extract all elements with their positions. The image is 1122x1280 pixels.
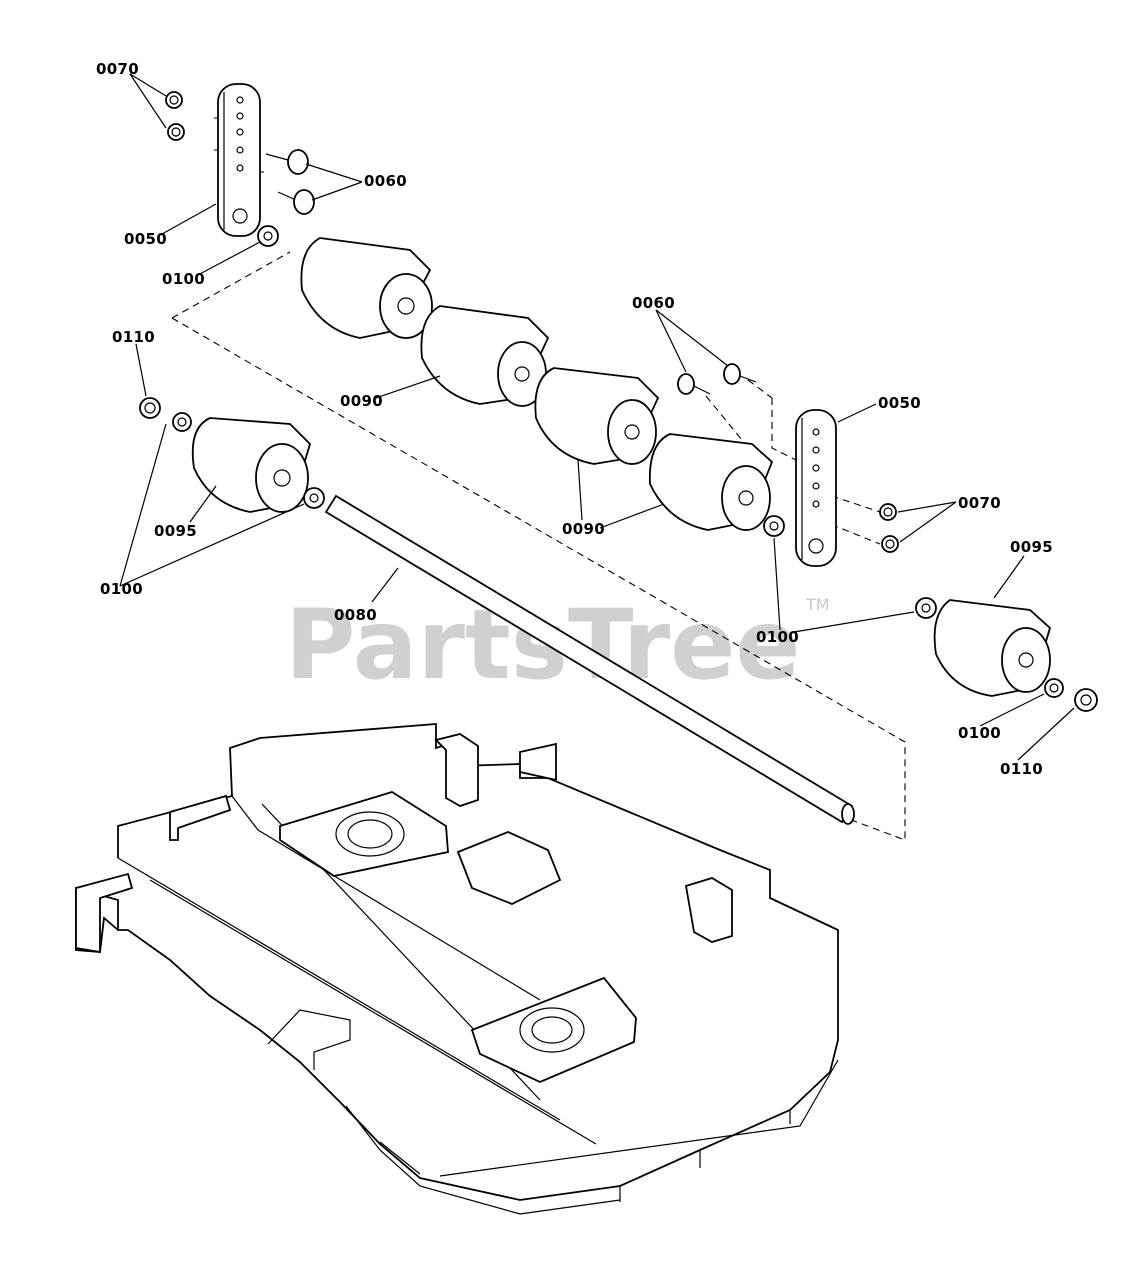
roller-3 bbox=[534, 367, 660, 465]
callout-0090-lower: 0090 bbox=[562, 520, 605, 538]
callout-0070-left: 0070 bbox=[96, 60, 139, 78]
right-end-roller bbox=[915, 597, 1098, 712]
callout-0110-right: 0110 bbox=[1000, 760, 1043, 778]
leader-lines bbox=[119, 73, 1075, 761]
callout-0060-left: 0060 bbox=[364, 172, 407, 190]
watermark-trademark: TM bbox=[805, 595, 830, 614]
washer-top-left bbox=[257, 225, 279, 247]
left-bolts bbox=[265, 149, 315, 215]
assembly-guide-lines bbox=[171, 117, 906, 841]
watermark: PartsTree TM bbox=[285, 589, 830, 701]
right-bolts bbox=[677, 363, 757, 395]
left-height-bracket bbox=[217, 83, 261, 237]
callout-0100-right: 0100 bbox=[958, 724, 1001, 742]
right-nuts bbox=[879, 503, 899, 553]
callout-0100-top-left: 0100 bbox=[162, 270, 205, 288]
callout-0060-right: 0060 bbox=[632, 294, 675, 312]
watermark-text: PartsTree bbox=[285, 589, 800, 701]
callout-0070-right: 0070 bbox=[958, 494, 1001, 512]
callout-0100-center: 0100 bbox=[756, 628, 799, 646]
callout-0050-right: 0050 bbox=[878, 394, 921, 412]
callout-0080-shaft: 0080 bbox=[334, 606, 377, 624]
callout-0095-right: 0095 bbox=[1010, 538, 1053, 556]
callout-0050-left: 0050 bbox=[124, 230, 167, 248]
roller-shaft bbox=[324, 494, 855, 825]
callout-0090-upper: 0090 bbox=[340, 392, 383, 410]
left-end-roller bbox=[139, 397, 325, 513]
mower-deck bbox=[75, 723, 839, 1215]
callout-labels: 0070 0060 0050 0100 0060 0110 0090 0050 … bbox=[96, 60, 1053, 778]
callout-0095-left: 0095 bbox=[154, 522, 197, 540]
roller-1 bbox=[300, 237, 433, 339]
right-height-bracket bbox=[795, 409, 837, 567]
callout-0110-left: 0110 bbox=[112, 328, 155, 346]
roller-4 bbox=[648, 433, 774, 531]
callout-0100-left: 0100 bbox=[100, 580, 143, 598]
roller-2 bbox=[420, 305, 550, 407]
washer-right-bracket bbox=[763, 515, 785, 537]
left-nuts bbox=[165, 91, 185, 141]
